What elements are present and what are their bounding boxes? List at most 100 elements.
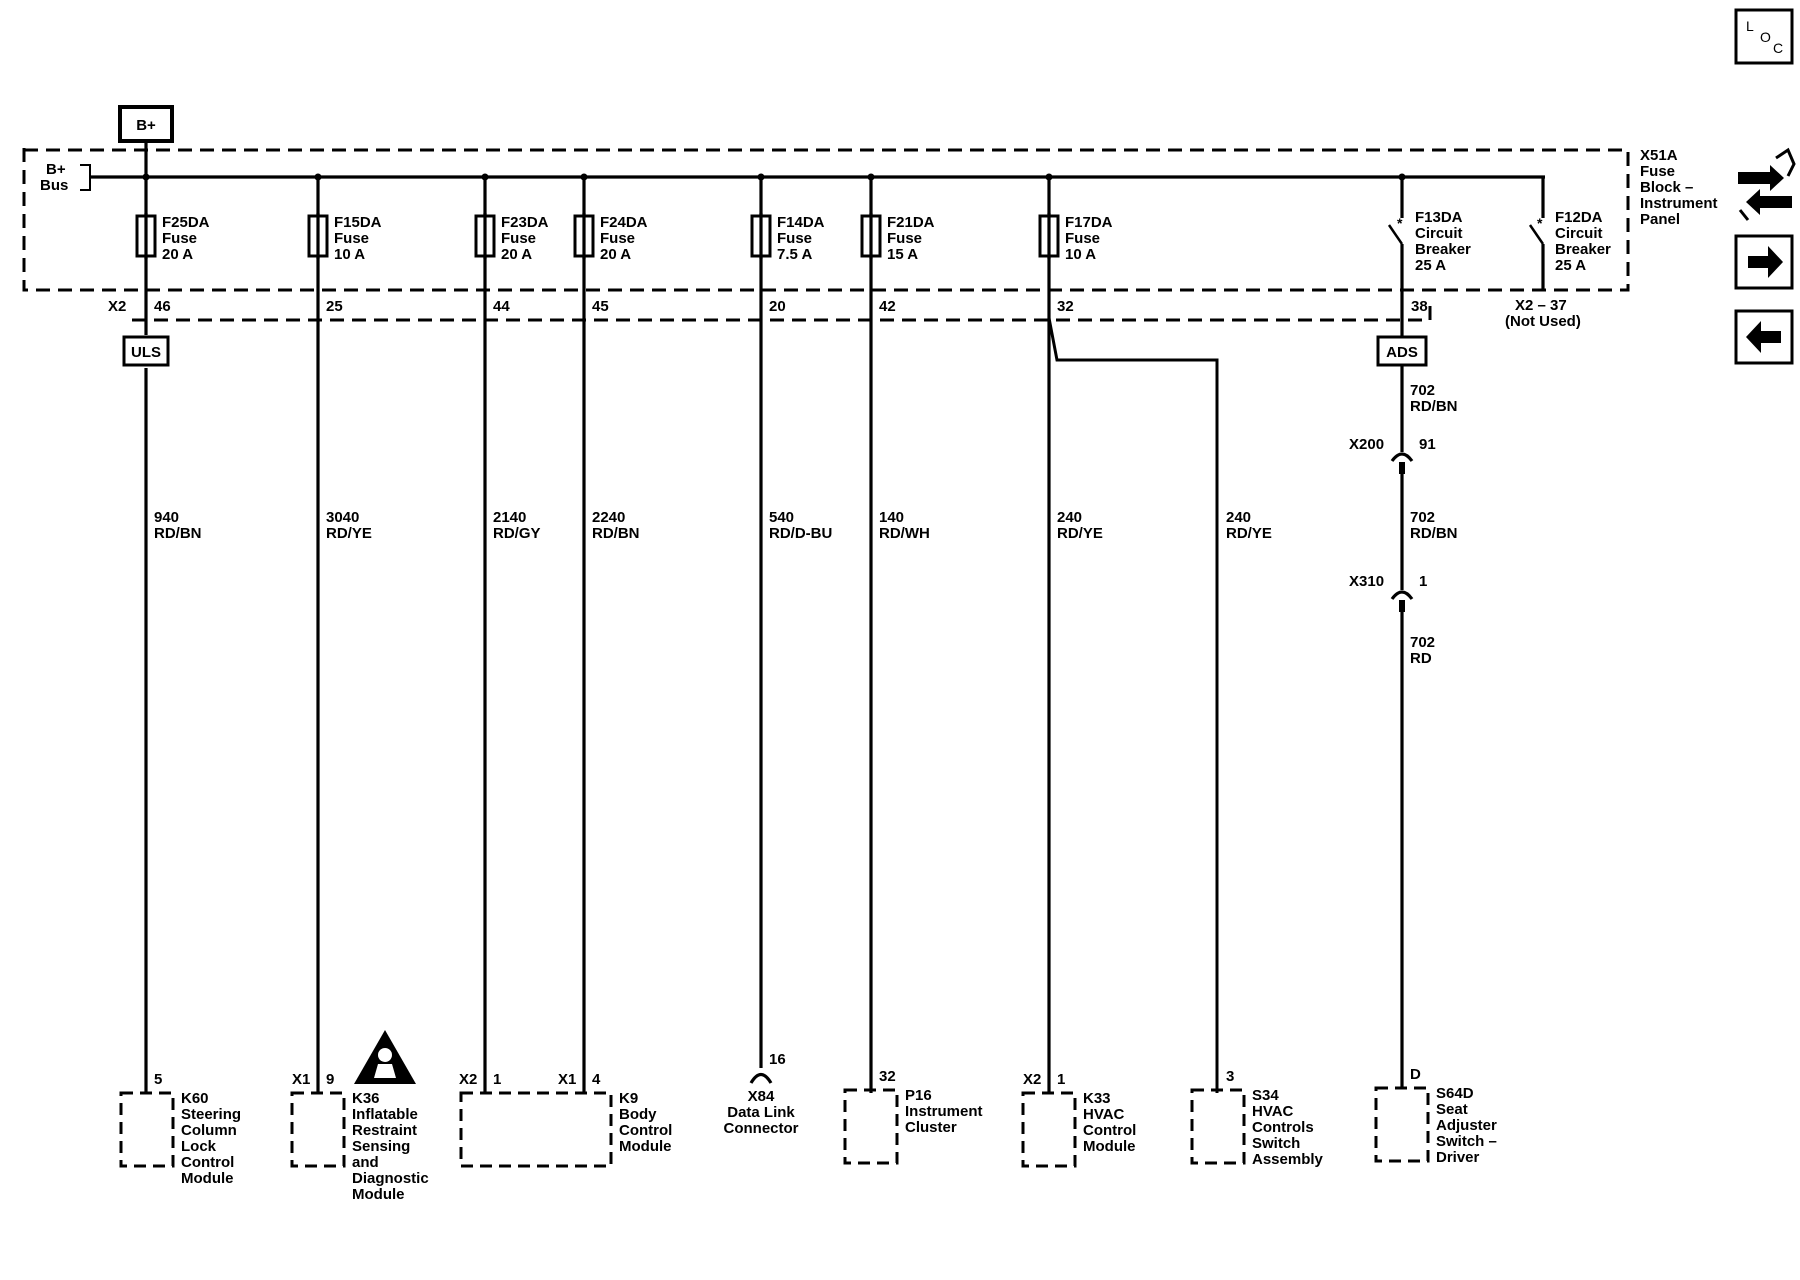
component-line: Column bbox=[181, 1122, 237, 1139]
wire-circuit: 702 bbox=[1410, 382, 1435, 399]
fuse-name: F17DA bbox=[1065, 214, 1113, 231]
connector-pin: 1 bbox=[1419, 573, 1427, 590]
loc-letter-o: O bbox=[1760, 29, 1771, 45]
breaker-f13da: * F13DA Circuit Breaker 25 A 38 bbox=[1387, 173, 1471, 337]
fuse-f14da: F14DA Fuse 7.5 A 20 540 RD/D-BU bbox=[750, 173, 832, 1068]
fuse-f25da: F25DA Fuse 20 A 46 940 RD/BN bbox=[135, 173, 210, 1093]
fuse-type: Fuse bbox=[1065, 230, 1100, 247]
fuse-type: Fuse bbox=[162, 230, 197, 247]
previous-arrow-icon[interactable] bbox=[1734, 309, 1794, 365]
component-line: P16 bbox=[905, 1087, 932, 1104]
component-p16: 32 P16 Instrument Cluster bbox=[843, 1068, 983, 1165]
connector-x2-label: X2 bbox=[108, 298, 126, 315]
component-line: S34 bbox=[1252, 1087, 1279, 1104]
component-line: Switch bbox=[1252, 1135, 1300, 1152]
component-line: Driver bbox=[1436, 1149, 1480, 1166]
fuse-name: F15DA bbox=[334, 214, 382, 231]
component-k36: X1 9 K36 Inflatable Restraint Sensing an… bbox=[290, 1030, 429, 1203]
component-line: Inflatable bbox=[352, 1106, 418, 1123]
component-line: Body bbox=[619, 1106, 657, 1123]
wire-circuit: 240 bbox=[1226, 509, 1251, 526]
wire-color: RD/WH bbox=[879, 525, 930, 542]
component-line: and bbox=[352, 1154, 379, 1171]
svg-text:*: * bbox=[1397, 215, 1403, 231]
fuse-type: Fuse bbox=[600, 230, 635, 247]
component-pin: 5 bbox=[154, 1071, 162, 1088]
component-line: K9 bbox=[619, 1090, 638, 1107]
breaker-f12da: * F12DA Circuit Breaker 25 A bbox=[1528, 177, 1611, 290]
wire-color: RD/BN bbox=[592, 525, 640, 542]
connector-swap-icon[interactable] bbox=[1738, 147, 1796, 221]
wire-circuit: 540 bbox=[769, 509, 794, 526]
wire-circuit: 240 bbox=[1057, 509, 1082, 526]
component-line: HVAC bbox=[1083, 1106, 1125, 1123]
fuse-type: Fuse bbox=[501, 230, 536, 247]
fuse-rating: 20 A bbox=[600, 246, 631, 263]
splice-uls-label: ULS bbox=[131, 344, 161, 361]
fuse-pin: 44 bbox=[493, 298, 510, 315]
breaker-rating: 25 A bbox=[1555, 257, 1586, 274]
fuse-pin: 32 bbox=[1057, 298, 1074, 315]
component-line: Steering bbox=[181, 1106, 241, 1123]
fuse-block-label-line: Block – bbox=[1640, 179, 1693, 196]
fuse-f21da: F21DA Fuse 15 A 42 140 RD/WH bbox=[860, 173, 935, 1093]
component-line: Data Link bbox=[727, 1104, 795, 1121]
connector-pin: 91 bbox=[1419, 436, 1436, 453]
component-line: Control bbox=[1083, 1122, 1136, 1139]
component-pin: 1 bbox=[1057, 1071, 1065, 1088]
fuse-rating: 20 A bbox=[162, 246, 193, 263]
next-arrow-icon[interactable] bbox=[1734, 234, 1794, 290]
component-line: HVAC bbox=[1252, 1103, 1294, 1120]
component-line: Adjuster bbox=[1436, 1117, 1497, 1134]
breaker-type: Circuit bbox=[1555, 225, 1603, 242]
breaker-name: F13DA bbox=[1415, 209, 1463, 226]
connector-label: X310 bbox=[1349, 573, 1384, 590]
component-k9: X2 1 X1 4 K9 Body Control Module bbox=[459, 1071, 672, 1168]
component-line: Connector bbox=[724, 1120, 799, 1137]
wire-circuit: 940 bbox=[154, 509, 179, 526]
fuse-pin: 46 bbox=[154, 298, 171, 315]
splice-uls: ULS bbox=[122, 335, 170, 367]
svg-text:*: * bbox=[1537, 215, 1543, 231]
component-pin: 16 bbox=[769, 1051, 786, 1068]
fuse-block-label-line: X51A bbox=[1640, 147, 1678, 164]
component-line: K33 bbox=[1083, 1090, 1111, 1107]
component-line: Module bbox=[1083, 1138, 1136, 1155]
fuse-name: F25DA bbox=[162, 214, 210, 231]
fuse-rating: 20 A bbox=[501, 246, 532, 263]
wire-color: RD/BN bbox=[1410, 525, 1458, 542]
component-line: Cluster bbox=[905, 1119, 957, 1136]
wire-color: RD/D-BU bbox=[769, 525, 832, 542]
wire-circuit: 3040 bbox=[326, 509, 359, 526]
component-pin: 3 bbox=[1226, 1068, 1234, 1085]
splice-ads: ADS bbox=[1376, 335, 1428, 367]
component-pin: 1 bbox=[493, 1071, 501, 1088]
connector-x2-line bbox=[132, 298, 1432, 322]
component-line: Module bbox=[619, 1138, 672, 1155]
wire-circuit: 702 bbox=[1410, 509, 1435, 526]
component-line: Instrument bbox=[905, 1103, 983, 1120]
component-pin: D bbox=[1410, 1066, 1421, 1083]
component-pin: 4 bbox=[592, 1071, 601, 1088]
component-connector: X1 bbox=[558, 1071, 576, 1088]
breaker-type2: Breaker bbox=[1555, 241, 1611, 258]
fuse-rating: 15 A bbox=[887, 246, 918, 263]
component-connector: X2 bbox=[1023, 1071, 1041, 1088]
fuse-pin: 25 bbox=[326, 298, 343, 315]
component-line: K60 bbox=[181, 1090, 209, 1107]
wire-color: RD/YE bbox=[1226, 525, 1272, 542]
component-pin: 32 bbox=[879, 1068, 896, 1085]
breaker-type2: Breaker bbox=[1415, 241, 1471, 258]
component-s34: 3 S34 HVAC Controls Switch Assembly bbox=[1190, 1068, 1324, 1168]
component-line: Module bbox=[352, 1186, 405, 1203]
component-line: Controls bbox=[1252, 1119, 1314, 1136]
component-line: X84 bbox=[748, 1088, 775, 1105]
location-icon[interactable]: L O C bbox=[1734, 8, 1794, 65]
wire-color: RD/YE bbox=[326, 525, 372, 542]
component-k60: 5 K60 Steering Column Lock Control Modul… bbox=[119, 1071, 241, 1187]
fuse-rating: 10 A bbox=[334, 246, 365, 263]
component-line: S64D bbox=[1436, 1085, 1474, 1102]
fuse-block-label: X51A Fuse Block – Instrument Panel bbox=[1640, 147, 1718, 228]
fuse-block-label-line: Panel bbox=[1640, 211, 1680, 228]
